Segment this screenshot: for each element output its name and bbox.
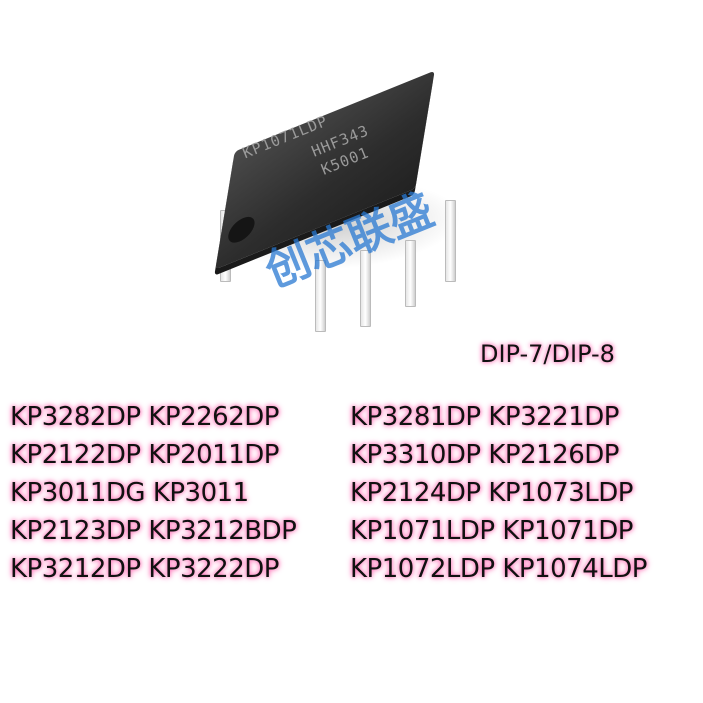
chip-pin [315,260,326,332]
part-line: KP3310DP KP2126DP [350,440,619,470]
part-list-left: KP3282DP KP2262DP KP2122DP KP2011DP KP30… [10,398,297,588]
part-line: KP2122DP KP2011DP [10,440,279,470]
part-line: KP3212DP KP3222DP [10,554,279,584]
chip-notch [226,212,257,247]
chip-photo: KP1071LDP HHF343 K5001 创芯联盛 [199,70,481,340]
part-line: KP3011DG KP3011 [10,478,249,508]
part-line: KP1071LDP KP1071DP [350,516,633,546]
package-label: DIP-7/DIP-8 [480,340,615,368]
part-line: KP3281DP KP3221DP [350,402,619,432]
chip-pin [445,200,456,282]
part-line: KP2124DP KP1073LDP [350,478,633,508]
part-list-right: KP3281DP KP3221DP KP3310DP KP2126DP KP21… [350,398,647,588]
part-line: KP3282DP KP2262DP [10,402,279,432]
chip-pin [360,250,371,327]
chip-pin [405,240,416,307]
part-line: KP1072LDP KP1074LDP [350,554,647,584]
part-line: KP2123DP KP3212BDP [10,516,297,546]
